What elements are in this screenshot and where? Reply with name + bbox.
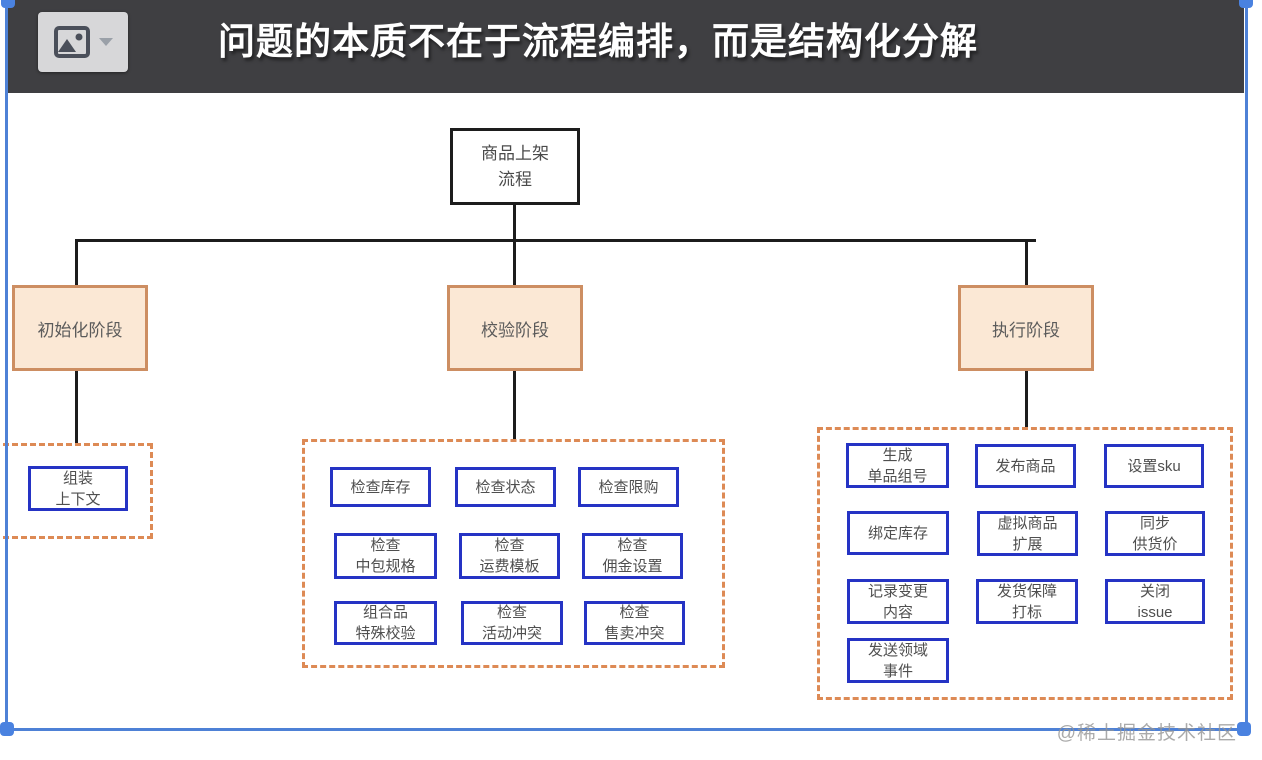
root-node-label: 商品上架	[481, 144, 549, 163]
selection-handle-top-left[interactable]	[1, 0, 15, 8]
task-label: 虚拟商品	[997, 514, 1058, 532]
selection-border-bottom	[5, 728, 1248, 731]
task-node: 检查 运费模板	[459, 533, 560, 579]
task-label: 事件	[882, 662, 913, 680]
task-node: 记录变更 内容	[847, 579, 949, 624]
task-label: 同步	[1139, 514, 1170, 532]
task-label: 设置sku	[1127, 457, 1181, 475]
task-node: 关闭 issue	[1105, 579, 1205, 624]
selection-border-right	[1245, 0, 1248, 731]
task-node: 检查 佣金设置	[582, 533, 683, 579]
task-label: 供货价	[1132, 535, 1178, 553]
task-node: 检查 中包规格	[334, 533, 437, 579]
task-label: 打标	[1011, 603, 1042, 621]
image-tool-button[interactable]	[38, 12, 128, 72]
selection-border-left	[5, 0, 8, 731]
phase-label: 执行阶段	[992, 320, 1060, 340]
task-node: 组装 上下文	[28, 466, 128, 511]
connector-line	[513, 370, 516, 440]
connector-line	[1025, 241, 1028, 286]
task-label: 内容	[882, 603, 913, 621]
chevron-down-icon[interactable]	[98, 38, 113, 46]
phase-label: 初始化阶段	[37, 320, 123, 340]
selection-handle-bottom-left[interactable]	[0, 722, 14, 736]
slide-header: 问题的本质不在于流程编排，而是结构化分解	[8, 0, 1244, 93]
connector-line	[75, 370, 78, 444]
phase-node-execute: 执行阶段	[958, 285, 1094, 371]
task-node: 虚拟商品 扩展	[977, 511, 1078, 556]
task-label: 关闭	[1139, 582, 1170, 600]
connector-line	[513, 204, 516, 241]
task-label: 绑定库存	[867, 524, 928, 542]
root-node: 商品上架 流程	[450, 128, 580, 205]
task-label: 检查	[370, 537, 401, 554]
task-node: 生成 单品组号	[846, 443, 949, 488]
task-label: 检查	[494, 537, 525, 554]
task-label: 上下文	[55, 490, 101, 508]
task-node: 发送领域 事件	[847, 638, 949, 683]
task-label: 发布商品	[995, 457, 1056, 475]
task-label: 单品组号	[867, 467, 928, 485]
task-label: 扩展	[1012, 535, 1043, 553]
task-node: 绑定库存	[847, 511, 949, 555]
embedded-image[interactable]: 商品上架 流程 初始化阶段 校验阶段 执行阶段 组装 上下文 检查库存 检查状态	[0, 93, 1244, 729]
task-label: 生成	[882, 446, 913, 464]
task-label: 中包规格	[355, 558, 416, 575]
phase-node-validate: 校验阶段	[447, 285, 583, 371]
task-label: 检查	[619, 604, 650, 621]
task-node: 检查 活动冲突	[461, 601, 563, 645]
task-label: 检查	[496, 604, 527, 621]
connector-line	[513, 241, 516, 286]
group-validate	[302, 439, 725, 668]
task-node: 检查状态	[455, 467, 556, 507]
phase-label: 校验阶段	[481, 320, 549, 340]
watermark: @稀土掘金技术社区	[1056, 723, 1237, 744]
task-label: 检查状态	[475, 478, 536, 496]
task-label: 运费模板	[479, 558, 540, 575]
task-node: 检查 售卖冲突	[584, 601, 685, 645]
task-label: 活动冲突	[481, 625, 542, 642]
task-node: 发布商品	[975, 444, 1076, 488]
task-node: 发货保障 打标	[976, 579, 1078, 624]
task-label: issue	[1137, 603, 1173, 621]
task-label: 佣金设置	[602, 558, 663, 575]
task-label: 检查	[617, 537, 648, 554]
selection-handle-bottom-right[interactable]	[1237, 722, 1251, 736]
connector-line	[75, 241, 78, 286]
group-init	[0, 443, 153, 539]
task-label: 特殊校验	[355, 625, 416, 642]
root-node-label: 流程	[498, 169, 532, 189]
image-icon	[53, 26, 90, 58]
task-node: 设置sku	[1104, 444, 1204, 488]
task-node: 检查库存	[330, 467, 431, 507]
group-execute	[817, 427, 1233, 700]
task-node: 检查限购	[578, 467, 679, 507]
task-label: 检查库存	[350, 478, 411, 496]
phase-node-init: 初始化阶段	[12, 285, 148, 371]
task-label: 组装	[62, 469, 93, 487]
task-label: 售卖冲突	[604, 625, 665, 642]
task-node: 组合品 特殊校验	[334, 601, 437, 645]
selection-handle-top-right[interactable]	[1239, 0, 1253, 8]
connector-line	[75, 239, 1036, 242]
task-label: 发货保障	[996, 582, 1057, 600]
task-label: 组合品	[362, 604, 408, 621]
task-label: 记录变更	[867, 582, 928, 600]
connector-line	[1025, 370, 1028, 428]
task-label: 检查限购	[598, 478, 659, 496]
slide-title: 问题的本质不在于流程编排，而是结构化分解	[218, 21, 978, 62]
task-label: 发送领域	[867, 641, 928, 659]
task-node: 同步 供货价	[1105, 511, 1205, 556]
